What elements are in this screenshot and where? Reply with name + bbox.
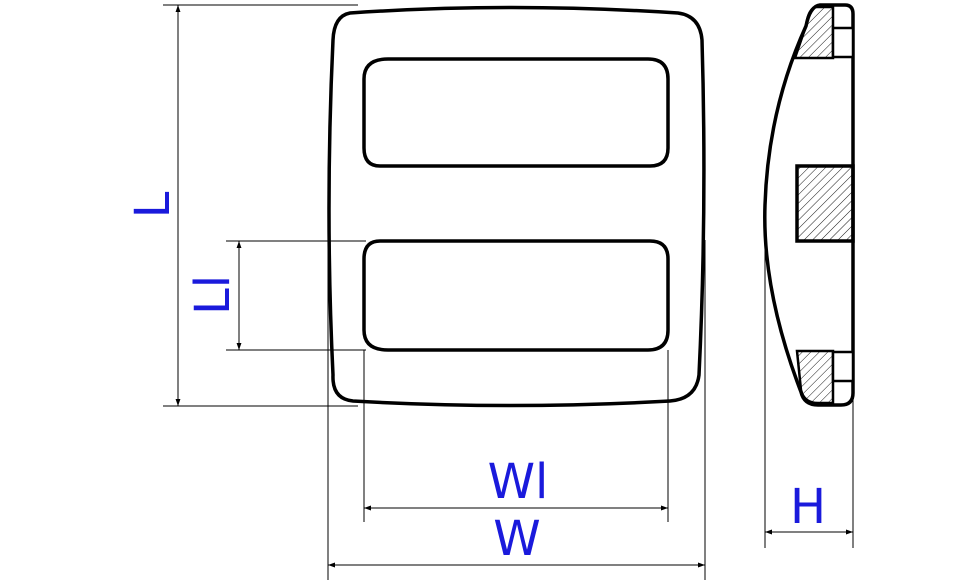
side-view (763, 3, 855, 407)
bottom-pin-socket (831, 350, 855, 383)
dimension-lines (163, 4, 854, 580)
top-hatched-section (793, 5, 835, 60)
upper-slot-outline (362, 57, 670, 168)
dimension-labels: L Ll Wl W H (125, 191, 826, 567)
front-view (327, 5, 706, 408)
side-profile-outline (763, 3, 855, 407)
label-inner-length: Ll (185, 275, 241, 315)
label-width: W (493, 511, 540, 567)
label-length: L (125, 191, 181, 218)
bottom-hatched-section (795, 349, 835, 405)
label-height: H (790, 479, 826, 535)
top-pin-socket (831, 26, 855, 59)
label-inner-width: Wl (488, 454, 549, 510)
lower-slot-outline (362, 239, 670, 352)
outer-frame-outline (327, 5, 706, 408)
middle-hatched-section (795, 164, 855, 243)
